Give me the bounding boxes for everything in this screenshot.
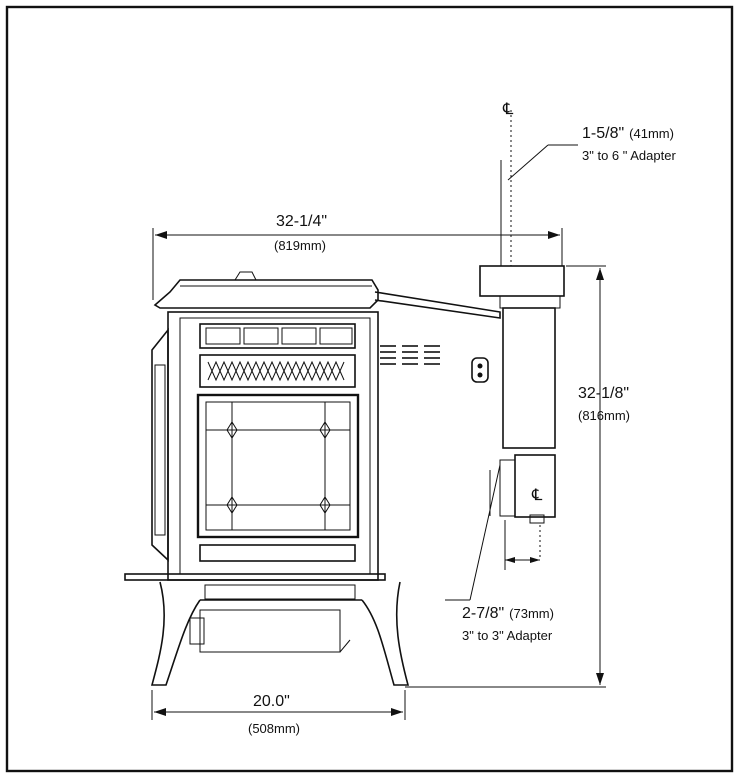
width-mm: (508mm)	[248, 721, 300, 736]
depth-mm: (819mm)	[274, 238, 326, 253]
side-vents	[380, 345, 440, 365]
offset-bottom-dimension: 2-7/8" (73mm) 3" to 3" Adapter	[445, 464, 554, 643]
frame-border	[5, 5, 734, 773]
offset-top-value: 1-5/8"	[582, 125, 624, 142]
height-mm: (816mm)	[578, 408, 630, 423]
depth-dimension: 32-1/4" (819mm)	[152, 213, 563, 300]
lattice-band	[199, 354, 356, 388]
width-value: 20.0"	[253, 693, 290, 710]
stove-top-plate	[153, 279, 379, 309]
depth-value: 32-1/4"	[276, 213, 327, 230]
centerline-pipe-label: ℄	[531, 487, 543, 504]
vent-assembly	[479, 110, 565, 560]
svg-text:2-7/8"(73mm): 2-7/8" (73mm)	[462, 605, 554, 622]
ash-lip	[199, 544, 356, 562]
centerline-top-label: ℄	[502, 101, 514, 118]
glass-door	[196, 393, 360, 539]
top-handle	[234, 271, 257, 281]
top-panel-windows	[199, 323, 356, 349]
width-dimension: 20.0" (508mm)	[151, 690, 406, 736]
stove-drawing	[124, 271, 501, 686]
svg-text:1-5/8"(41mm): 1-5/8" (41mm)	[582, 125, 674, 142]
offset-bottom-value: 2-7/8"	[462, 605, 504, 622]
tee-adapter	[514, 454, 556, 518]
offset-bottom-mm: (73mm)	[509, 606, 554, 621]
offset-top-adapter: 3" to 6 " Adapter	[582, 148, 676, 163]
vertical-pipe	[502, 307, 556, 449]
offset-bottom-adapter: 3" to 3" Adapter	[462, 628, 553, 643]
bottom-ledge	[124, 573, 386, 581]
rear-flue-pipe	[374, 291, 501, 319]
height-value: 32-1/8"	[578, 385, 629, 402]
pipe-cap	[479, 265, 565, 297]
offset-top-mm: (41mm)	[629, 126, 674, 141]
stove-body	[167, 311, 379, 581]
side-door	[151, 327, 169, 562]
stove-legs	[150, 581, 410, 686]
height-dimension: 32-1/8" (816mm)	[405, 265, 630, 688]
rear-control	[471, 357, 489, 383]
offset-top-dimension: 1-5/8" (41mm) 3" to 6 " Adapter	[507, 125, 676, 181]
